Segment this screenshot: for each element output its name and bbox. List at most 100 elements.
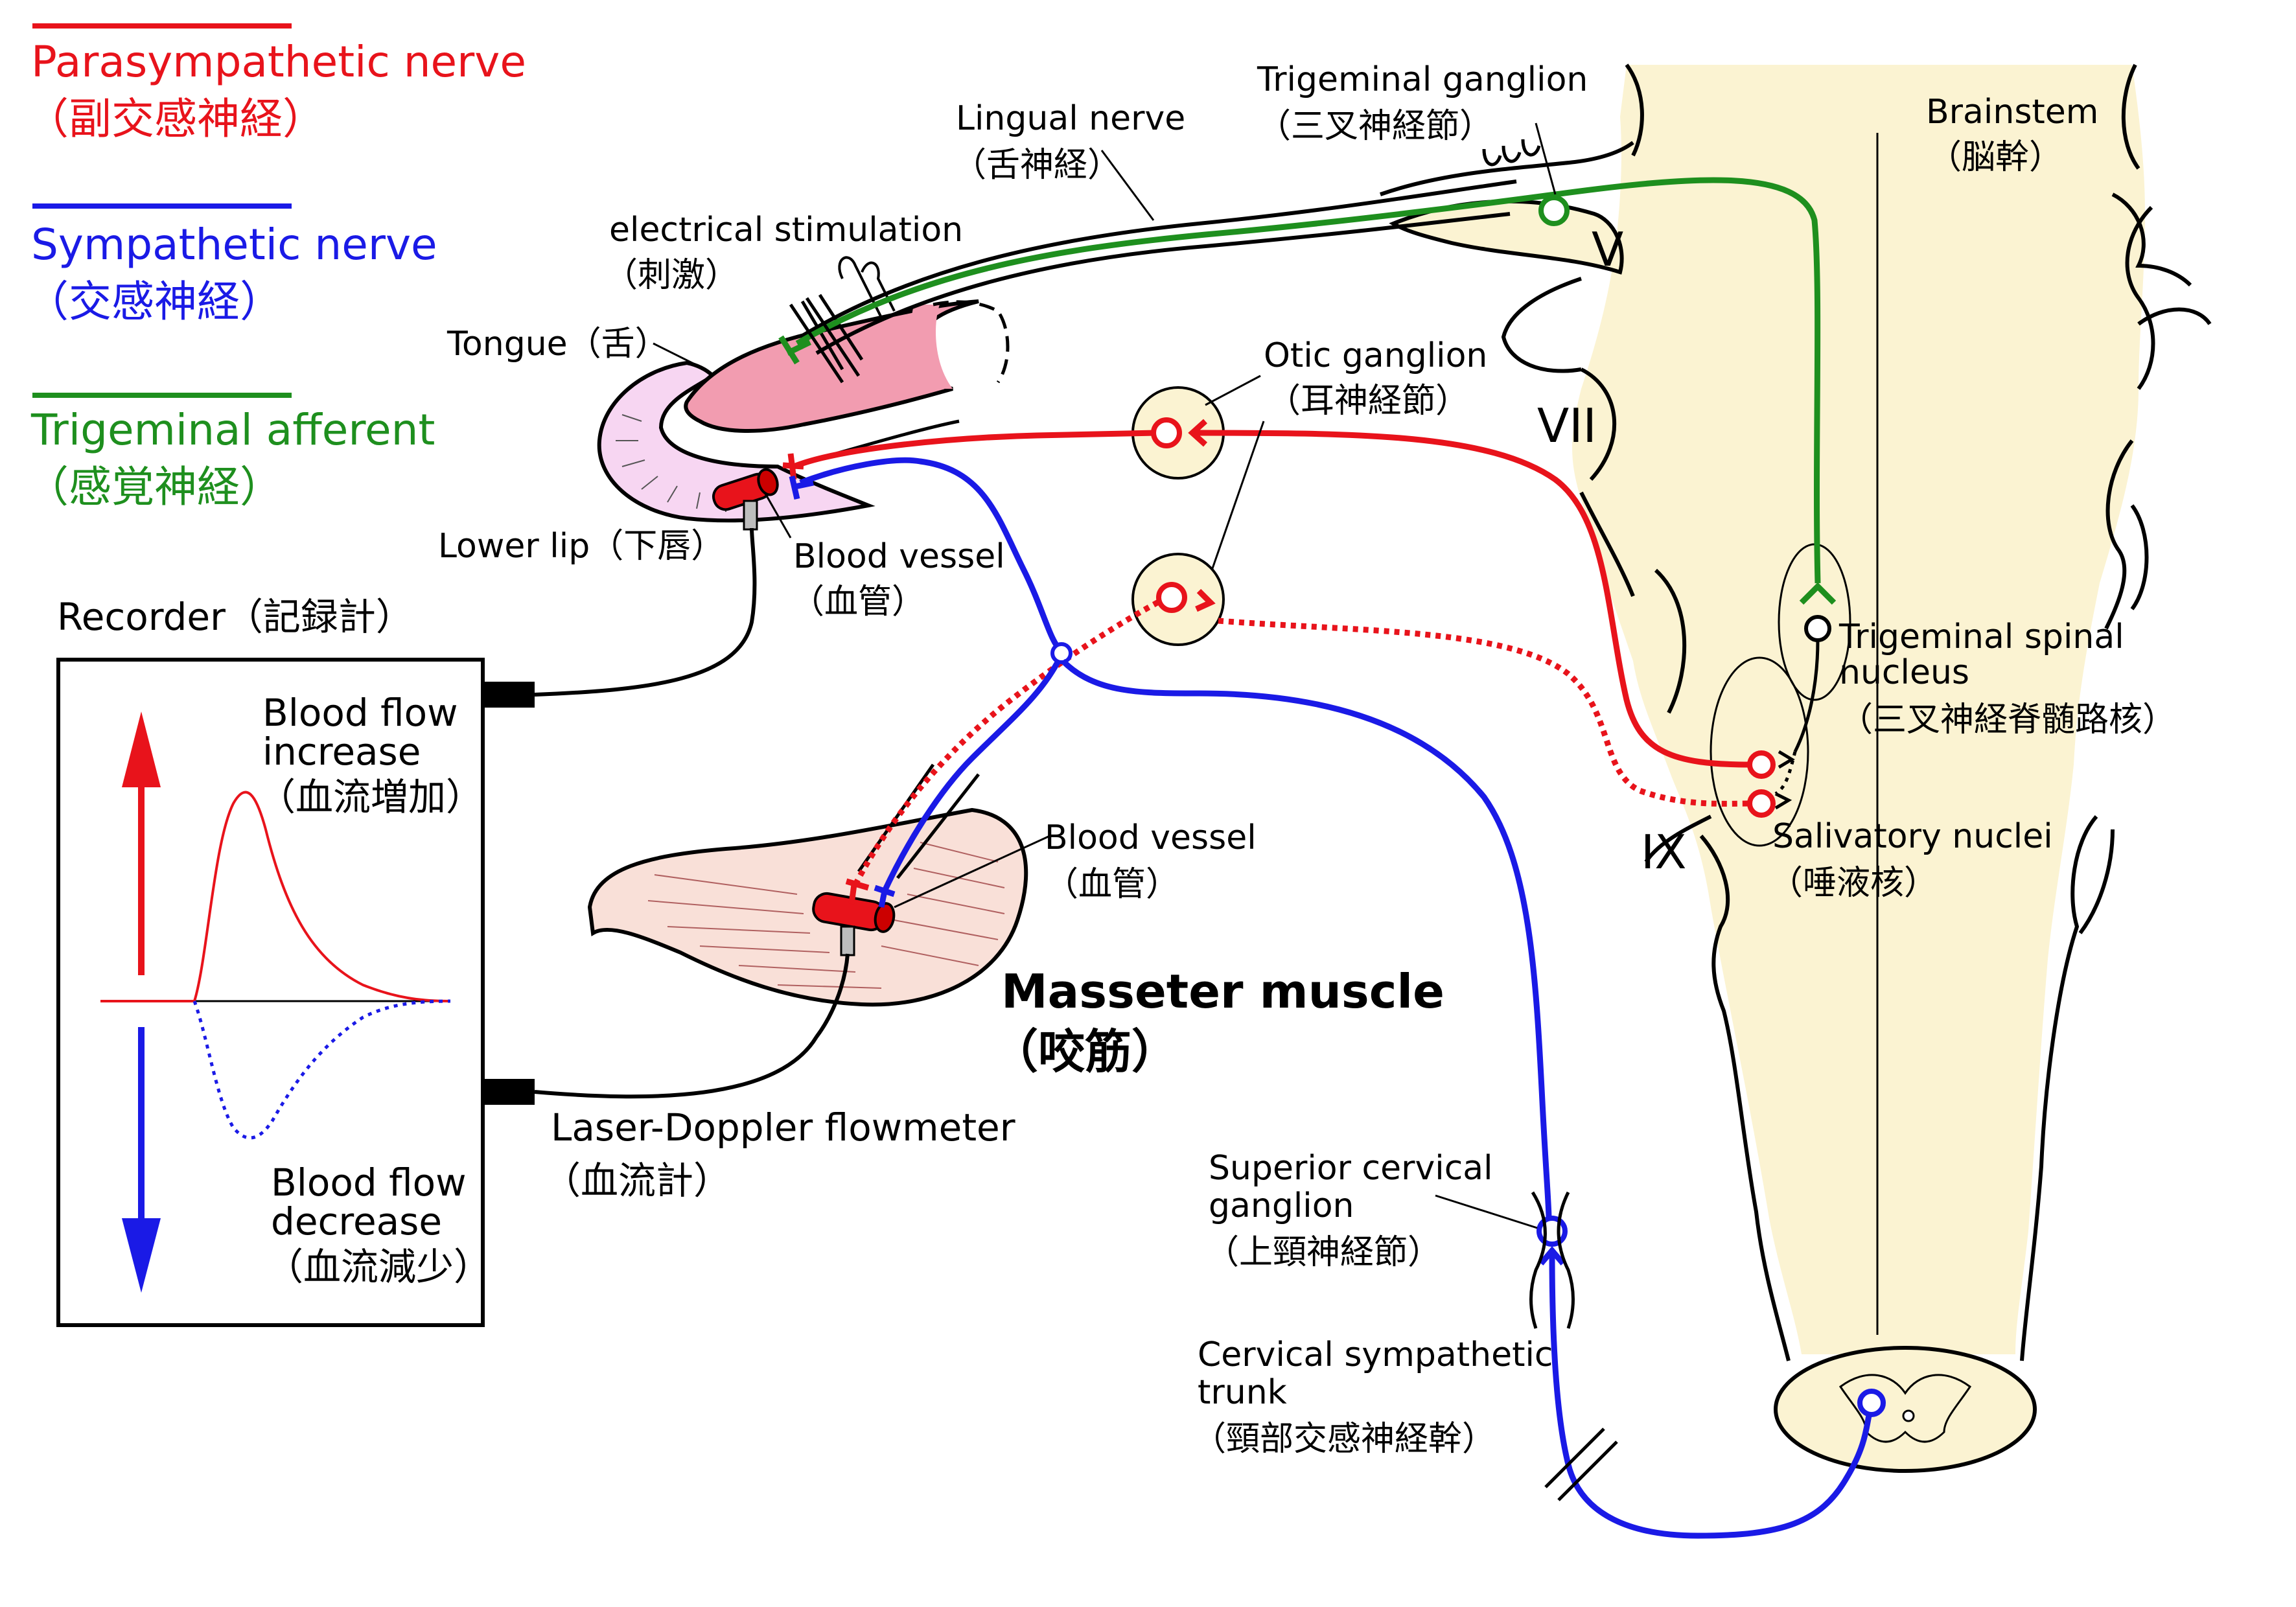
stimulation-electrode bbox=[800, 256, 896, 371]
trigeminal-spinal-axon bbox=[1793, 640, 1820, 753]
trigeminal-ganglion-ja: （三叉神経節） bbox=[1257, 107, 1493, 146]
cervical-trunk-en1: Cervical sympathetic bbox=[1198, 1335, 1553, 1374]
laser-doppler-ja: （血流計） bbox=[543, 1159, 731, 1203]
trigeminal-afferent-ending bbox=[778, 335, 811, 365]
masseter-label-ja: （咬筋） bbox=[991, 1024, 1178, 1079]
interneuron-synapse-1 bbox=[1778, 750, 1795, 769]
salivatory-en: Salivatory nuclei bbox=[1772, 817, 2053, 856]
brainstem-outline-left-mid bbox=[1580, 367, 1617, 481]
tongue-back bbox=[933, 300, 1010, 384]
cervical-trunk-en2: trunk bbox=[1198, 1373, 1287, 1412]
lingual-nerve-en: Lingual nerve bbox=[956, 99, 1185, 138]
sympathetic-masseter-ending bbox=[874, 884, 896, 908]
lip-texture bbox=[616, 414, 726, 512]
otic-ganglion-leader-upper bbox=[1205, 375, 1261, 406]
spinal-canal bbox=[1902, 1409, 1915, 1422]
superior-cervical-ja: （上頸神経節） bbox=[1205, 1233, 1441, 1272]
superior-cervical-en2: ganglion bbox=[1209, 1186, 1354, 1225]
legend-sympathetic-ja: （交感神経） bbox=[26, 277, 283, 327]
masseter-nerve-sheath-b bbox=[896, 773, 980, 879]
brainstem-outline-right-low bbox=[2104, 439, 2134, 630]
scg-bracket-left bbox=[1529, 1191, 1547, 1329]
muscle-probe-cable bbox=[534, 953, 850, 1099]
tongue-leader bbox=[653, 342, 706, 371]
parasympathetic-ix-preganglionic bbox=[1218, 618, 1750, 807]
blood-flow-increase-trace bbox=[100, 791, 451, 1002]
trigeminal-spinal-neuron bbox=[1804, 615, 1831, 642]
brainstem-outline-right-upper bbox=[2121, 64, 2140, 170]
superior-cervical-leader bbox=[1435, 1194, 1538, 1229]
trigeminal-spinal-ja: （三叉神経脊髄路核） bbox=[1839, 700, 2176, 739]
interneuron-synapse-2 bbox=[1774, 792, 1792, 810]
pathway-labels: Lingual nerve （舌神経） Trigeminal ganglion … bbox=[953, 60, 2176, 1459]
recorder-connector-upper bbox=[483, 682, 535, 708]
glossopharyngeal-root bbox=[1644, 815, 1712, 863]
lingual-nerve-leader bbox=[1100, 150, 1155, 221]
spinal-cord-section bbox=[1774, 1346, 2037, 1473]
otic-synapse-lower bbox=[1195, 588, 1216, 612]
sympathetic-lip-ending bbox=[789, 475, 814, 500]
blood-vessel-lip-en: Blood vessel bbox=[793, 537, 1005, 576]
bf-increase-en1: Blood flow bbox=[262, 691, 458, 735]
right-cranial-root-4 bbox=[2078, 829, 2115, 934]
lower-lip-label: Lower lip（下唇） bbox=[438, 527, 725, 566]
trigeminal-spinal-en1: Trigeminal spinal bbox=[1838, 618, 2124, 656]
brainstem-outline-left-upper bbox=[1625, 64, 1644, 157]
salivatory-nuclei-outline bbox=[1710, 656, 1809, 847]
trigeminal-ganglion-cell bbox=[1538, 195, 1570, 226]
trigeminal-ganglion-en: Trigeminal ganglion bbox=[1257, 60, 1588, 99]
laser-doppler-en: Laser-Doppler flowmeter bbox=[551, 1105, 1015, 1150]
otic-neuron-lower bbox=[1156, 582, 1187, 613]
trigeminal-root-upper-edge bbox=[1380, 141, 1634, 196]
nerve-vii-label: VII bbox=[1537, 399, 1597, 453]
parasympathetic-vii-preganglionic bbox=[1195, 430, 1750, 768]
left-skull-bracket-upper bbox=[1579, 491, 1635, 597]
muscle-blood-vessel bbox=[812, 892, 896, 956]
sympathetic-main-trunk bbox=[1060, 658, 1552, 1219]
blood-vessel-lip-ja: （血管） bbox=[791, 583, 925, 621]
parasympathetic-masseter-postganglionic bbox=[853, 597, 1165, 886]
parasympathetic-lip-postganglionic bbox=[793, 430, 1157, 470]
otic-ganglion-ja: （耳神経節） bbox=[1267, 382, 1469, 421]
parasympathetic-masseter-ending bbox=[845, 878, 870, 905]
lip-probe-cable bbox=[534, 527, 757, 697]
brainstem: Brainstem （脳幹） V VII IX bbox=[1380, 64, 2212, 1473]
nerve-v-label: V bbox=[1592, 222, 1623, 277]
salivatory-neuron-lower bbox=[1747, 789, 1776, 818]
bf-increase-ja: （血流増加） bbox=[258, 775, 483, 819]
tongue-label: Tongue（舌） bbox=[446, 325, 669, 364]
brainstem-label-ja: （脳幹） bbox=[1928, 138, 2063, 177]
lingual-nerve-cut-mark bbox=[789, 297, 861, 384]
superior-cervical-en1: Superior cervical bbox=[1209, 1149, 1493, 1188]
legend: Parasympathetic nerve （副交感神経） Sympatheti… bbox=[26, 23, 526, 512]
right-cranial-root-1 bbox=[2111, 192, 2192, 287]
brainstem-outline-right-lower bbox=[2020, 815, 2098, 1361]
bf-decrease-en1: Blood flow bbox=[271, 1161, 467, 1205]
nerve-pathways bbox=[778, 139, 1886, 1539]
cervical-trunk-cut-mark bbox=[1544, 1428, 1618, 1501]
blood-vessel-muscle-en: Blood vessel bbox=[1045, 818, 1257, 857]
sympathetic-preganglionic bbox=[1549, 1251, 1873, 1539]
bf-decrease-en2: decrease bbox=[271, 1199, 442, 1243]
sympathetic-junction-node bbox=[1050, 642, 1073, 664]
brainstem-body bbox=[1572, 65, 2145, 1354]
brainstem-outline-left-lower bbox=[1699, 835, 1791, 1361]
salivatory-neuron-upper bbox=[1747, 750, 1776, 779]
recorder: Recorder（記録計） Blood flow increase （血流増加）… bbox=[56, 527, 1015, 1327]
lingual-nerve-sheath-outer bbox=[799, 179, 1517, 339]
right-cranial-root-2 bbox=[2137, 307, 2212, 326]
facial-nerve-root bbox=[1501, 277, 1582, 373]
muscle-blood-vessel-leader bbox=[894, 835, 1050, 908]
salivatory-ja: （唾液核） bbox=[1769, 864, 1938, 903]
legend-parasympathetic-ja: （副交感神経） bbox=[26, 94, 325, 144]
blood-vessel-muscle-ja: （血管） bbox=[1045, 865, 1179, 904]
lip-blood-vessel bbox=[712, 468, 779, 531]
blood-vessel-lip-leader bbox=[763, 492, 792, 538]
trigeminal-ganglion-bumps bbox=[1482, 139, 1541, 167]
masseter-muscle bbox=[587, 807, 1028, 1007]
tongue-tip-region bbox=[910, 305, 953, 389]
legend-parasympathetic-en: Parasympathetic nerve bbox=[31, 37, 526, 87]
trigeminal-synapse bbox=[1799, 582, 1837, 605]
brainstem-outline-right-mid bbox=[2125, 205, 2155, 390]
